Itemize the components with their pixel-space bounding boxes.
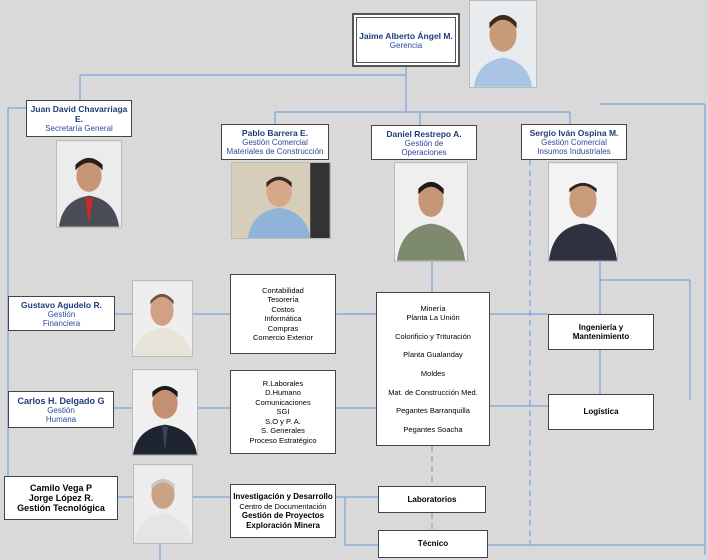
operations-unit-item: Planta Gualanday	[403, 350, 463, 360]
commercial-construction-role-line2: Materiales de Construcción	[226, 147, 324, 156]
commercial-construction-photo	[231, 162, 331, 239]
operations-unit-item: Colorificio y Trituración	[395, 331, 471, 341]
secretary-name: Juan David Chavarriaga E.	[30, 104, 128, 124]
operations-photo	[394, 162, 468, 262]
tech-unit-item: Investigación y Desarrollo	[233, 492, 333, 501]
operations-unit-item: Mat. de Construcción Med.	[388, 387, 478, 397]
operations-unit-item: Minería	[420, 303, 446, 313]
operations-unit-group-mining: Minería Planta La Unión	[406, 304, 459, 322]
finance-role-line1: Gestión	[47, 309, 76, 319]
ceo-photo	[469, 0, 537, 88]
ceo-name: Jaime Alberto Ángel M.	[359, 30, 453, 41]
laboratories-box[interactable]: Laboratorios	[378, 486, 486, 513]
human-unit-item: D.Humano	[265, 388, 301, 398]
finance-unit-item: Tesorería	[267, 295, 299, 304]
human-unit-item: Comunicaciones	[255, 397, 311, 407]
commercial-industrial-name: Sergio Iván Ospina M.	[529, 128, 619, 138]
tech-units-box[interactable]: Investigación y Desarrollo Centro de Doc…	[230, 484, 336, 538]
human-photo	[132, 369, 198, 456]
technical-box[interactable]: Técnico	[378, 530, 488, 558]
laboratories-label: Laboratorios	[407, 494, 457, 504]
human-name: Carlos H. Delgado G	[17, 395, 105, 406]
operations-box[interactable]: Daniel Restrepo A. Gestión de Operacione…	[371, 125, 477, 160]
human-role-line1: Gestión	[47, 405, 75, 415]
finance-unit-item: Comercio Exterior	[252, 333, 313, 342]
finance-photo	[132, 280, 193, 357]
human-unit-item: SGI	[276, 407, 290, 417]
secretary-role: Secretaría General	[45, 124, 113, 133]
ceo-role: Gerencia	[389, 40, 423, 50]
operations-role-line1: Gestión de	[404, 138, 444, 148]
human-unit-item: S.O y P. A.	[265, 416, 301, 426]
human-role-line2: Humana	[45, 414, 77, 424]
operations-unit-item: Pegantes Soacha	[403, 425, 463, 435]
commercial-construction-box[interactable]: Pablo Barrera E. Gestión Comercial Mater…	[221, 124, 329, 160]
finance-unit-item: Costos	[271, 304, 295, 314]
engineering-label-line1: Ingeniería y	[578, 322, 624, 332]
technology-name-line2: Jorge López R.	[28, 493, 94, 503]
technology-photo	[133, 464, 193, 544]
operations-role-line2: Operaciones	[401, 147, 447, 157]
tech-unit-item: Gestión de Proyectos	[241, 511, 325, 520]
secretary-photo	[56, 140, 122, 228]
tech-unit-item: Centro de Documentación	[239, 501, 327, 511]
logistics-label: Logística	[583, 407, 619, 417]
commercial-industrial-box[interactable]: Sergio Iván Ospina M. Gestión Comercial …	[521, 124, 627, 160]
operations-unit-item: Moldes	[420, 368, 446, 378]
logistics-box[interactable]: Logística	[548, 394, 654, 430]
human-units-box[interactable]: R.Laborales D.Humano Comunicaciones SGI …	[230, 370, 336, 454]
secretary-box[interactable]: Juan David Chavarriaga E. Secretaría Gen…	[26, 100, 132, 137]
engineering-box[interactable]: Ingeniería y Mantenimiento	[548, 314, 654, 350]
commercial-construction-name: Pablo Barrera E.	[241, 128, 309, 138]
human-unit-item: S. Generales	[261, 426, 305, 436]
operations-units-box[interactable]: Minería Planta La Unión Colorificio y Tr…	[376, 292, 490, 446]
technology-role: Gestión Tecnológica	[17, 503, 105, 513]
operations-name: Daniel Restrepo A.	[386, 128, 462, 139]
operations-unit-item: Planta La Unión	[406, 312, 460, 322]
commercial-industrial-role-line1: Gestión Comercial	[541, 138, 607, 147]
ceo-box[interactable]: Jaime Alberto Ángel M. Gerencia	[352, 13, 460, 67]
commercial-industrial-role-line2: Insumos Industriales	[537, 147, 611, 156]
engineering-label-line2: Mantenimiento	[572, 332, 630, 341]
technology-name-line1: Camilo Vega P	[29, 483, 93, 493]
finance-box[interactable]: Gustavo Agudelo R. Gestión Financiera	[8, 296, 115, 331]
human-box[interactable]: Carlos H. Delgado G Gestión Humana	[8, 391, 114, 428]
human-unit-item: Proceso Estratégico	[249, 435, 317, 445]
finance-unit-item: Informática	[264, 314, 302, 323]
finance-units-box[interactable]: Contabilidad Tesorería Costos Informátic…	[230, 274, 336, 354]
finance-role-line2: Financiera	[42, 318, 81, 328]
commercial-construction-role-line1: Gestión Comercial	[242, 138, 308, 147]
technical-label: Técnico	[417, 539, 449, 549]
commercial-industrial-photo	[548, 162, 618, 262]
tech-unit-item: Exploración Minera	[246, 520, 320, 530]
technology-box[interactable]: Camilo Vega P Jorge López R. Gestión Tec…	[4, 476, 118, 520]
finance-unit-item: Compras	[267, 323, 299, 333]
finance-name: Gustavo Agudelo R.	[21, 299, 102, 310]
operations-unit-item: Pegantes Barranquilla	[396, 406, 470, 416]
human-unit-item: R.Laborales	[262, 378, 304, 388]
finance-unit-item: Contabilidad	[262, 285, 304, 295]
